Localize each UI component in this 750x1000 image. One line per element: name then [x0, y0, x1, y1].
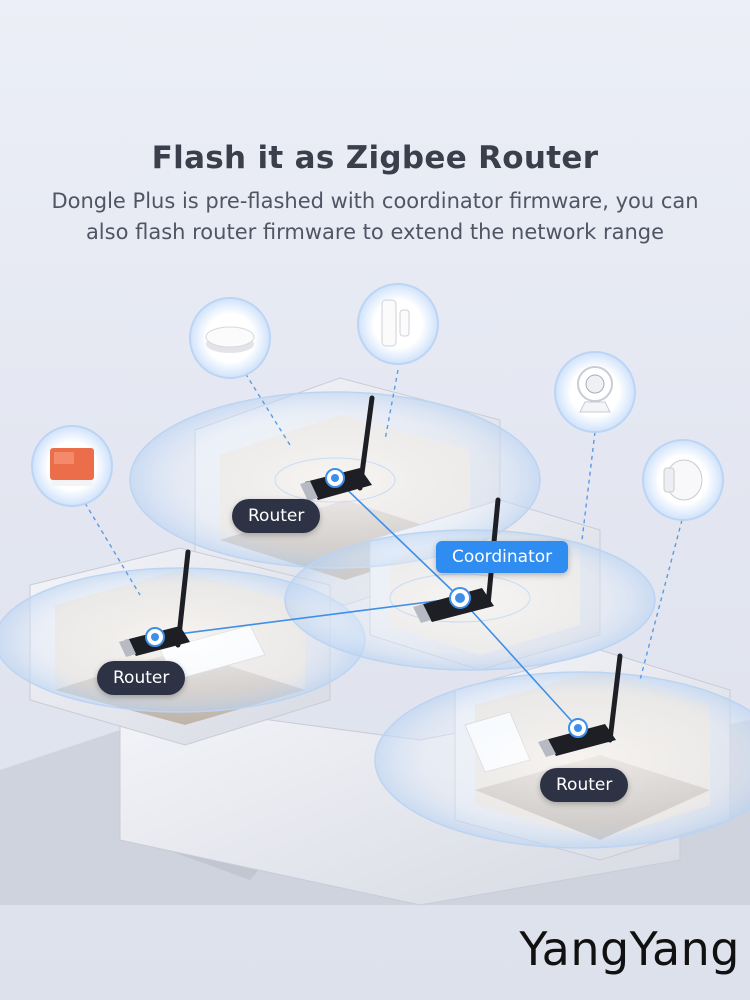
node-dots: [145, 468, 588, 738]
page-title: Flash it as Zigbee Router: [151, 140, 599, 176]
watermark: YangYang: [519, 922, 740, 976]
coverage-ring-right: [374, 671, 750, 849]
door-sensor-icon: [357, 283, 439, 365]
router-label-right: Router: [540, 768, 629, 802]
router-label-left: Router: [97, 661, 186, 695]
thermostat-icon: [554, 351, 636, 433]
mesh-links: [154, 477, 579, 729]
smart-hub-icon: [189, 297, 271, 379]
coverage-ring-top-inner: [274, 457, 396, 503]
coordinator-label: Coordinator: [436, 541, 569, 573]
dongle-right: [538, 653, 623, 757]
subtitle-line-1: Dongle Plus is pre-flashed with coordina…: [51, 189, 699, 213]
subtitle-line-2: also flash router firmware to extend the…: [85, 220, 665, 244]
relay-module-icon: [31, 425, 113, 507]
coverage-ring-middle-inner: [389, 573, 531, 623]
motion-sensor-icon: [642, 439, 724, 521]
page-subtitle: Dongle Plus is pre-flashed with coordina…: [0, 186, 750, 248]
router-label-top: Router: [232, 499, 321, 533]
